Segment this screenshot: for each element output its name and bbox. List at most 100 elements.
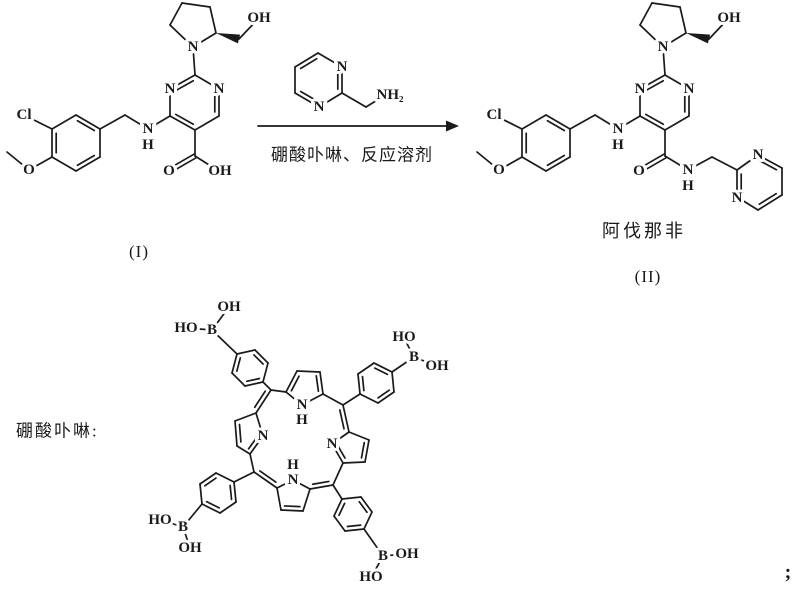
bond [194, 74, 220, 90]
double-bond-inner [253, 390, 267, 409]
bond [182, 526, 191, 549]
bond [234, 420, 238, 447]
double-bond-inner [361, 375, 365, 392]
bond [382, 553, 406, 557]
atom-label: NH₂ [377, 87, 405, 103]
bond [639, 115, 666, 131]
atom-label: N [165, 81, 176, 97]
bond [377, 391, 395, 404]
atom-label: N [288, 472, 299, 488]
bond [639, 24, 664, 48]
double-bond [639, 156, 667, 174]
atom-label: Cl [17, 107, 32, 123]
bond [181, 2, 211, 8]
bond [201, 503, 221, 514]
bond [209, 6, 217, 34]
bond [253, 471, 278, 489]
double-bond-inner [235, 357, 242, 373]
atom-label: N [337, 59, 348, 75]
atom-label: OH [208, 163, 232, 179]
bond [234, 412, 257, 422]
bond [371, 555, 384, 577]
atom-label: O [163, 163, 175, 179]
bond [687, 156, 713, 171]
double-bond-inner [76, 154, 96, 167]
double-bond-inner [644, 79, 665, 92]
bond [348, 431, 370, 441]
bond [341, 92, 367, 108]
atom-label: N [258, 428, 269, 444]
bond [255, 389, 272, 414]
atom-label: N [297, 397, 308, 413]
double-bond-inner [76, 119, 96, 132]
bond [364, 439, 370, 463]
bond [342, 461, 366, 464]
bond [403, 337, 415, 358]
double-bond-inner [360, 441, 366, 459]
porphyrin-catalyst-label: 硼酸卟啉: [16, 421, 99, 441]
bond [357, 362, 375, 375]
atom-label: N [214, 81, 225, 97]
bond [294, 92, 320, 108]
bond [296, 370, 321, 373]
atom-label: OH [247, 10, 271, 26]
atom-label: OH [425, 358, 449, 374]
atom-label: N [143, 121, 154, 137]
double-bond-inner [253, 354, 264, 365]
structure-i-label: (I) [129, 242, 149, 261]
terminal-semicolon: ; [784, 561, 792, 584]
double-bond-inner [546, 119, 566, 132]
bond [231, 353, 238, 374]
double-bond-inner [311, 480, 330, 486]
double-bond-inner [377, 389, 391, 399]
double-bond-inner [299, 57, 318, 70]
bond [215, 472, 235, 483]
bond [373, 362, 393, 373]
bond [236, 445, 251, 455]
double-bond-inner [346, 524, 362, 528]
bond [711, 156, 738, 171]
bond [413, 356, 435, 366]
bond [664, 74, 690, 90]
bond [233, 481, 237, 503]
atom-label: B [378, 548, 388, 564]
bond [302, 488, 311, 512]
bond [498, 156, 523, 171]
atom-label: N [635, 81, 646, 97]
arrowhead [446, 120, 459, 132]
bond [211, 306, 230, 331]
bond [331, 431, 350, 445]
bond [192, 32, 217, 48]
bond [545, 114, 571, 130]
bond [322, 393, 344, 406]
double-bond-inner [338, 409, 345, 430]
bond [75, 114, 101, 130]
bond [365, 98, 380, 108]
bond [276, 487, 282, 511]
double-bond-inner [203, 477, 217, 487]
bond [333, 498, 343, 517]
bond [342, 404, 350, 433]
bond [219, 501, 237, 514]
double-bond-inner [174, 113, 195, 126]
bond [294, 52, 319, 68]
bond [249, 435, 264, 455]
bond [254, 349, 269, 364]
atom-label: H [287, 457, 299, 473]
wedge-bond [686, 33, 711, 44]
bond [664, 155, 689, 171]
bond [363, 528, 384, 557]
bond [194, 115, 220, 131]
molecule-reagent_amine: N N NH₂ [294, 52, 407, 118]
molecule-arrow [257, 120, 459, 132]
bond [285, 370, 298, 393]
double-bond-inner [546, 154, 566, 167]
bond [662, 46, 666, 76]
double-bond-inner [758, 192, 778, 206]
bond [169, 2, 183, 26]
atom-label: N [314, 99, 325, 115]
bond [160, 519, 184, 528]
